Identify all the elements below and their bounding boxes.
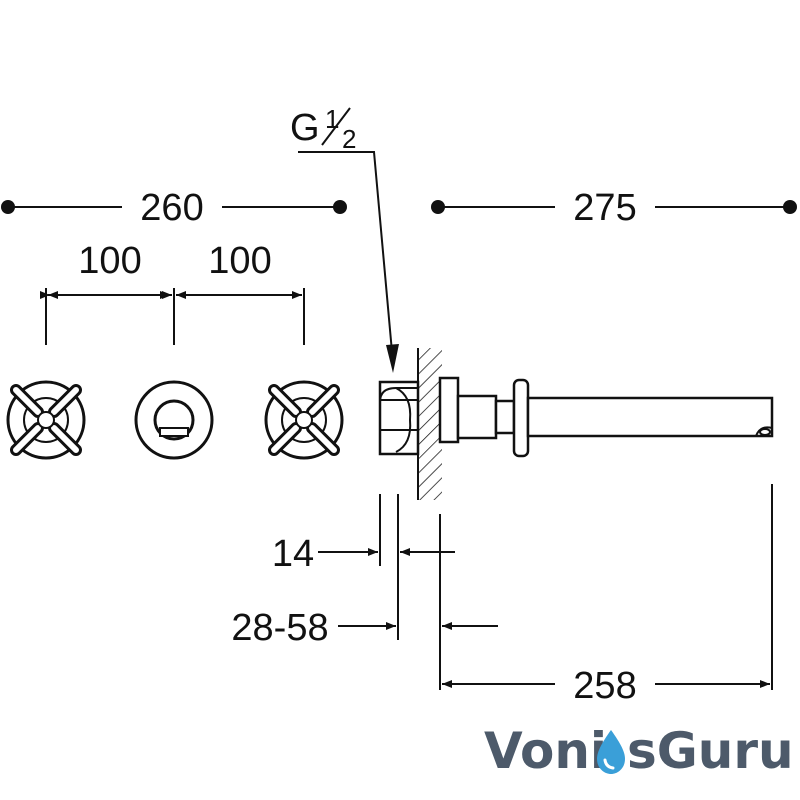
dimension-258: 258	[442, 665, 770, 707]
dimension-260-label: 260	[140, 187, 203, 229]
dimension-28-58-label: 28-58	[231, 607, 328, 649]
dimension-100-right-label: 100	[208, 240, 271, 282]
thread-fraction-denominator: 2	[342, 124, 356, 154]
dimension-258-label: 258	[573, 665, 636, 707]
logo-text-part2: sGuru	[627, 722, 794, 780]
thread-callout: G 1 2	[290, 104, 399, 373]
right-cross-handle	[264, 380, 344, 460]
dimension-spacing: 100 100	[40, 240, 305, 345]
valve-body	[378, 380, 420, 456]
middle-flange	[134, 380, 214, 460]
water-drop-icon	[597, 730, 625, 774]
vonios-guru-logo: Voni sGuru	[484, 722, 794, 780]
left-cross-handle	[6, 380, 86, 460]
thread-fraction-numerator: 1	[325, 104, 339, 134]
dimension-275: 275	[431, 187, 797, 229]
dimension-28-58: 28-58	[231, 607, 498, 649]
dimension-14-label: 14	[272, 533, 314, 575]
dimension-275-label: 275	[573, 187, 636, 229]
extension-lines	[379, 484, 773, 690]
logo-text-part1: Voni	[484, 722, 607, 780]
wall-section	[417, 348, 442, 500]
spout	[438, 376, 774, 458]
dimension-14: 14	[272, 533, 455, 575]
dimension-100-left-label: 100	[78, 240, 141, 282]
thread-label: G	[290, 107, 320, 149]
dimension-260: 260	[1, 187, 347, 229]
